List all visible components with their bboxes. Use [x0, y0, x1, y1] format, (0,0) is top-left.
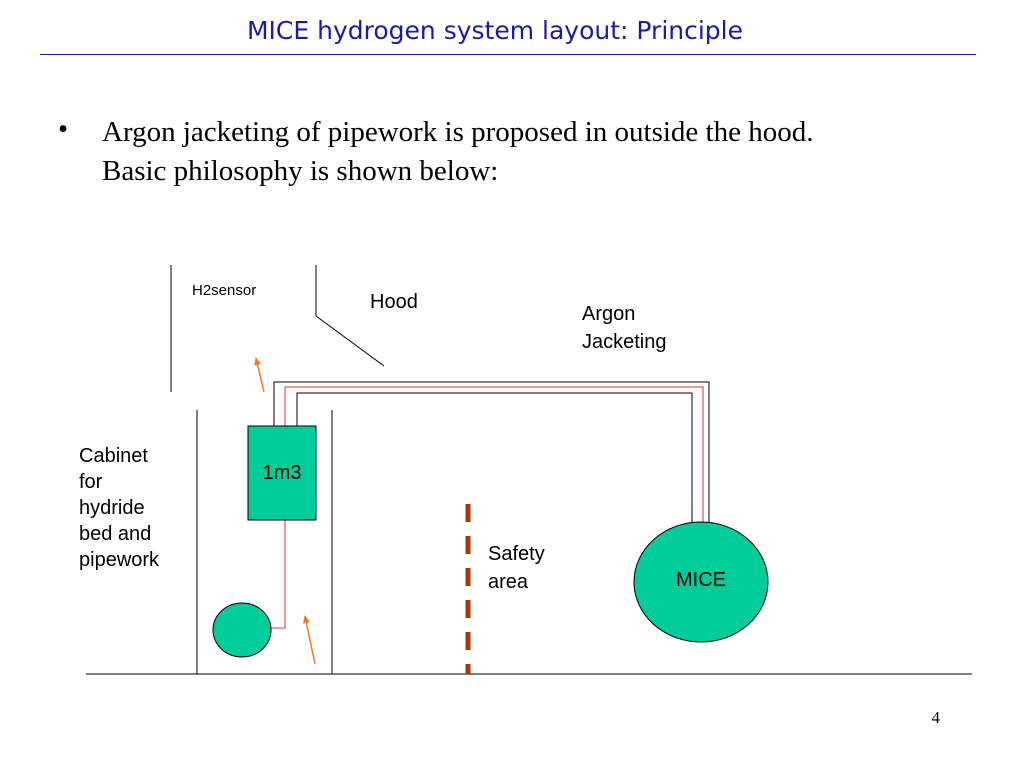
hydrogen-pipe [284, 386, 704, 522]
title-divider [40, 54, 976, 55]
hydride-bed [212, 602, 272, 658]
tank-label: 1m3 [262, 462, 302, 484]
label-line: Jacketing [582, 331, 667, 353]
argon-jacket-inner [296, 392, 693, 522]
airflow-arrow-icon [254, 357, 265, 393]
hydrogen-tank [247, 425, 317, 521]
bullet-line-1: Argon jacketing of pipework is proposed … [102, 116, 814, 148]
label-line: Argon [582, 303, 636, 325]
hood-slanted-edge [315, 315, 385, 367]
label-line: for [79, 471, 103, 493]
bullet-text: Argon jacketing of pipework is proposed … [102, 113, 982, 191]
airflow-arrow-icon [303, 615, 316, 665]
label-line: Cabinet [79, 445, 148, 467]
mice-label: MICE [676, 569, 726, 591]
safety-area-label: Safety area [488, 540, 545, 596]
mice-vessel [633, 521, 769, 643]
label-line: hydride [79, 497, 145, 519]
label-line: area [488, 571, 529, 593]
label-line: pipework [79, 549, 160, 571]
argon-jacket-outer [273, 381, 710, 522]
slide-title: MICE hydrogen system layout: Principle [246, 16, 743, 45]
h2-sensor-label: H2sensor [192, 282, 257, 299]
bullet-marker: • [58, 113, 69, 145]
page-number: 4 [931, 708, 941, 727]
hood-label: Hood [370, 291, 418, 313]
argon-jacketing-label: Argon Jacketing [582, 300, 667, 356]
hydride-bed-pipe [271, 520, 286, 629]
label-line: bed and [79, 523, 152, 545]
cabinet-label: Cabinet for hydride bed and pipework [79, 443, 159, 573]
bullet-line-2: Basic philosophy is shown below: [102, 155, 499, 187]
label-line: Safety [488, 543, 545, 565]
